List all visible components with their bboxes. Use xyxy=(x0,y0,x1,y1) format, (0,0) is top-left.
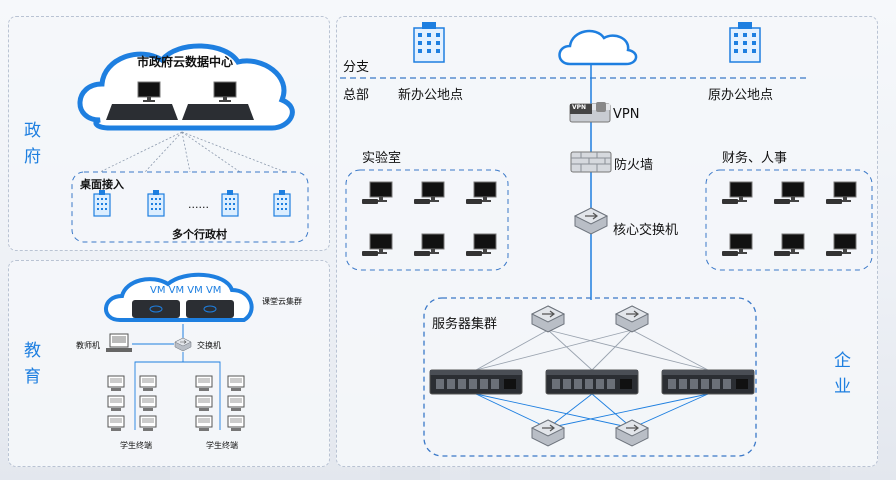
lab-label: 实验室 xyxy=(362,151,402,166)
old-office-label: 原办公地点 xyxy=(708,88,774,103)
rack-server-icon xyxy=(545,369,639,395)
vm-row: VM VM VM VM xyxy=(150,285,222,296)
vpn-label: VPN xyxy=(613,107,640,122)
core-switch-label: 核心交换机 xyxy=(613,223,679,238)
new-office-building-icon xyxy=(413,21,445,63)
student-terminal xyxy=(195,395,213,412)
firewall-label: 防火墙 xyxy=(614,158,654,173)
student-label-left: 学生终端 xyxy=(120,441,152,450)
cluster-switch-icon xyxy=(615,419,649,447)
building-icon xyxy=(93,189,111,217)
desktop-access-label: 桌面接入 xyxy=(80,178,124,191)
vpn-tag: VPN xyxy=(572,104,587,111)
branch-label: 分支 xyxy=(343,60,370,75)
student-terminal xyxy=(195,375,213,392)
building-icon xyxy=(221,189,239,217)
cluster-links-bottom xyxy=(475,393,709,429)
enterprise-label: 企业 xyxy=(834,351,853,397)
internet-cloud-icon xyxy=(558,29,638,66)
gov-label: 政府 xyxy=(24,121,43,167)
cluster-switch-icon xyxy=(531,305,565,333)
student-terminal xyxy=(107,395,125,412)
edu-links xyxy=(132,343,221,430)
server-cluster-label: 服务器集群 xyxy=(432,317,498,332)
firewall-icon xyxy=(570,151,612,173)
gov-village-box xyxy=(71,171,309,243)
student-terminal xyxy=(227,395,245,412)
edu-cluster-server-left xyxy=(132,300,180,318)
student-terminal xyxy=(139,395,157,412)
cluster-switch-icon xyxy=(615,305,649,333)
gov-links xyxy=(99,131,286,173)
dots: ...... xyxy=(188,198,209,211)
edu-label: 教育 xyxy=(24,341,43,387)
edu-cluster-server-right xyxy=(186,300,234,318)
student-terminal xyxy=(195,415,213,432)
gov-server-left xyxy=(106,81,178,120)
student-terminal xyxy=(227,375,245,392)
old-office-building-icon xyxy=(729,21,761,63)
new-office-label: 新办公地点 xyxy=(398,88,464,103)
vpn-device-icon xyxy=(569,102,611,123)
cluster-links-top xyxy=(475,329,709,371)
villages-label: 多个行政村 xyxy=(172,228,227,241)
student-terminal xyxy=(227,415,245,432)
edu-teacher-pc xyxy=(106,333,132,352)
building-icon xyxy=(273,189,291,217)
edu-switch-icon xyxy=(174,337,192,352)
rack-server-icon xyxy=(429,369,523,395)
gov-server-right xyxy=(182,81,254,120)
gov-cloud-title: 市政府云数据中心 xyxy=(137,55,234,69)
lab-box xyxy=(345,169,509,271)
teacher-label: 教师机 xyxy=(76,341,100,350)
student-terminal xyxy=(139,415,157,432)
student-terminal xyxy=(107,415,125,432)
student-terminal xyxy=(107,375,125,392)
student-label-right: 学生终端 xyxy=(206,441,238,450)
student-terminal xyxy=(139,375,157,392)
cluster-switch-icon xyxy=(531,419,565,447)
hq-label: 总部 xyxy=(343,88,370,103)
finance-label: 财务、人事 xyxy=(722,151,788,166)
finance-pcs xyxy=(722,182,856,256)
cluster-label: 课堂云集群 xyxy=(262,297,302,306)
rack-server-icon xyxy=(661,369,755,395)
lab-pcs xyxy=(362,182,496,256)
switch-label: 交换机 xyxy=(197,341,221,350)
core-switch-icon xyxy=(574,207,608,235)
server-cluster-box xyxy=(423,297,757,457)
building-icon xyxy=(147,189,165,217)
